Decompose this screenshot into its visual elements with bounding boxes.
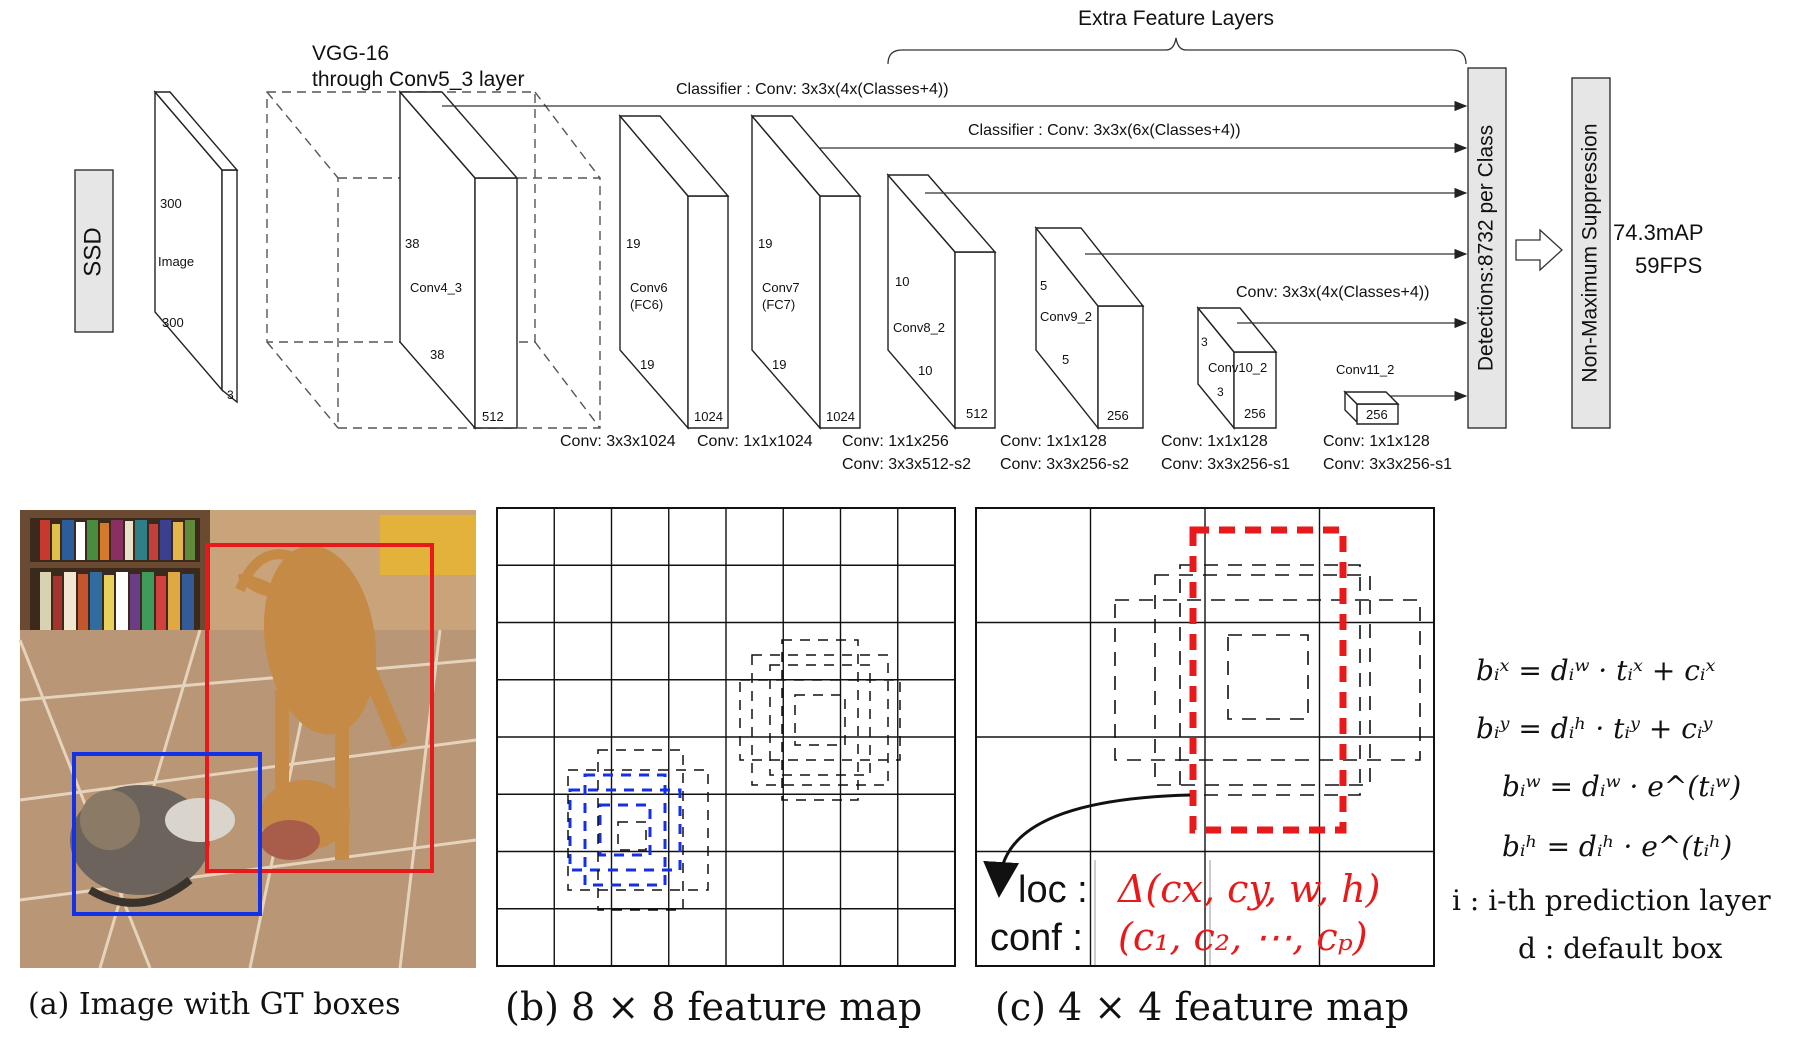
conv-label-c10b: Conv: 3x3x256-s1 xyxy=(1161,456,1290,473)
classifier-label-3: Conv: 3x3x(4x(Classes+4)) xyxy=(1236,284,1429,301)
loc-label: loc : xyxy=(1018,869,1088,911)
architecture: SSD 300 Image 300 3 VGG-16 through Conv5… xyxy=(74,7,1704,473)
conf-label: conf : xyxy=(990,917,1083,959)
eq-i-def: i : i-th prediction layer xyxy=(1452,884,1771,917)
conv9-2-size-bottom: 5 xyxy=(1062,352,1069,367)
equations: bᵢˣ = dᵢʷ · tᵢˣ + cᵢˣ bᵢʸ = dᵢʰ · tᵢʸ + … xyxy=(1452,654,1771,965)
conv8-2-size-bottom: 10 xyxy=(918,363,932,378)
conv10-2-name: Conv10_2 xyxy=(1208,360,1267,375)
books-lower xyxy=(40,572,194,636)
ssd-label: SSD xyxy=(79,227,106,276)
conv-label-c8b: Conv: 3x3x512-s2 xyxy=(842,456,971,473)
conv8-2-name: Conv8_2 xyxy=(893,320,945,335)
conv8-2-channels: 512 xyxy=(966,406,988,421)
matched-default-box xyxy=(1189,526,1347,834)
image-channels: 3 xyxy=(227,388,234,402)
conv-label-c11a: Conv: 1x1x128 xyxy=(1323,433,1430,450)
extra-layers-label: Extra Feature Layers xyxy=(1078,7,1274,30)
conf-value: (c₁, c₂, ⋯, cₚ) xyxy=(1118,915,1368,959)
nms-label: Non-Maximum Suppression xyxy=(1579,123,1602,382)
eq-bh: bᵢʰ = dᵢʰ · e^(tᵢʰ) xyxy=(1502,830,1732,863)
image-size-top: 300 xyxy=(160,196,182,211)
eq-by: bᵢʸ = dᵢʰ · tᵢʸ + cᵢʸ xyxy=(1476,712,1714,745)
eq-bx: bᵢˣ = dᵢʷ · tᵢˣ + cᵢˣ xyxy=(1476,654,1716,687)
books xyxy=(40,520,195,560)
conv4-3-channels: 512 xyxy=(482,409,504,424)
conv4-3-size-left: 38 xyxy=(405,236,419,251)
loc-value: Δ(cx, cy, w, h) xyxy=(1116,867,1380,911)
result-map: 74.3mAP xyxy=(1613,220,1704,245)
image-size-bottom: 300 xyxy=(162,315,184,330)
conv4-3-size-bottom: 38 xyxy=(430,347,444,362)
panel-c-caption: (c) 4 × 4 feature map xyxy=(995,985,1409,1029)
panel-b-caption: (b) 8 × 8 feature map xyxy=(505,985,922,1029)
conv8-2-block: 10 Conv8_2 10 512 xyxy=(886,173,997,430)
image-name: Image xyxy=(158,254,194,269)
conv9-2-channels: 256 xyxy=(1107,408,1129,423)
conv9-2-block: 5 Conv9_2 5 256 xyxy=(1034,225,1145,431)
cat xyxy=(70,785,235,907)
conv-label-c8a: Conv: 1x1x256 xyxy=(842,433,949,450)
conv6-name1: Conv6 xyxy=(630,280,668,295)
conv10-2-size-bottom: 3 xyxy=(1217,385,1224,399)
panel-a-image xyxy=(18,510,477,969)
conv7-channels: 1024 xyxy=(826,409,855,424)
classifier-arrows xyxy=(442,100,1468,402)
conv10-2-channels: 256 xyxy=(1244,406,1266,421)
conv11-2-block: Conv11_2 256 xyxy=(1336,362,1400,425)
panel-b-grid xyxy=(496,507,956,967)
detections-box: Detections:8732 per Class xyxy=(1467,67,1507,429)
conv11-2-name: Conv11_2 xyxy=(1336,362,1394,377)
conv-label-c7: Conv: 1x1x1024 xyxy=(697,433,813,450)
conv6-size-left: 19 xyxy=(626,236,640,251)
classifier-label-1: Classifier : Conv: 3x3x(4x(Classes+4)) xyxy=(676,81,949,98)
conv9-2-size-left: 5 xyxy=(1040,278,1047,293)
nms-box: Non-Maximum Suppression xyxy=(1571,77,1611,429)
conv10-2-block: 3 Conv10_2 3 256 xyxy=(1196,306,1278,430)
vgg-label-2: through Conv5_3 layer xyxy=(312,68,524,91)
panel-c-default-boxes xyxy=(1114,526,1421,834)
gt-box-cat xyxy=(72,752,262,916)
conv-label-c11b: Conv: 3x3x256-s1 xyxy=(1323,456,1452,473)
conv4-3-block: 38 Conv4_3 38 512 xyxy=(398,90,519,430)
loc-pointer-arrow xyxy=(983,793,1191,898)
dog xyxy=(235,545,408,860)
classifier-label-2: Classifier : Conv: 3x3x(6x(Classes+4)) xyxy=(968,122,1241,139)
conv10-2-size-left: 3 xyxy=(1201,335,1208,349)
conv-label-c9a: Conv: 1x1x128 xyxy=(1000,433,1107,450)
result-fps: 59FPS xyxy=(1635,253,1702,278)
eq-d-def: d : default box xyxy=(1518,932,1723,965)
conv7-size-left: 19 xyxy=(758,236,772,251)
extra-layers-brace xyxy=(887,37,1467,65)
image-block: 300 Image 300 3 xyxy=(153,90,239,404)
conv11-2-channels: 256 xyxy=(1366,407,1388,422)
conv7-name2: (FC7) xyxy=(762,297,795,312)
conv-label-c6: Conv: 3x3x1024 xyxy=(560,433,676,450)
conv6-size-bottom: 19 xyxy=(640,357,654,372)
conv7-size-bottom: 19 xyxy=(772,357,786,372)
conv7-block: 19 Conv7 (FC7) 19 1024 xyxy=(750,114,862,430)
panel-c-grid xyxy=(975,507,1435,967)
eq-bw: bᵢʷ = dᵢʷ · e^(tᵢʷ) xyxy=(1502,770,1741,803)
conv7-name1: Conv7 xyxy=(762,280,800,295)
gt-box-dog xyxy=(205,543,434,873)
detections-label: Detections:8732 per Class xyxy=(1475,125,1498,371)
conv4-3-name: Conv4_3 xyxy=(410,280,462,295)
panel-b-default-boxes xyxy=(567,639,901,911)
panel-a-caption: (a) Image with GT boxes xyxy=(28,987,401,1022)
conv-label-c9b: Conv: 3x3x256-s2 xyxy=(1000,456,1129,473)
conv6-channels: 1024 xyxy=(694,409,723,424)
conv6-name2: (FC6) xyxy=(630,297,663,312)
ssd-box: SSD xyxy=(74,169,114,333)
nms-arrow xyxy=(1515,228,1563,272)
conv6-block: 19 Conv6 (FC6) 19 1024 xyxy=(618,114,730,430)
conv8-2-size-left: 10 xyxy=(895,274,909,289)
conv-label-c10a: Conv: 1x1x128 xyxy=(1161,433,1268,450)
conv9-2-name: Conv9_2 xyxy=(1040,309,1092,324)
vgg-label-1: VGG-16 xyxy=(312,42,389,65)
